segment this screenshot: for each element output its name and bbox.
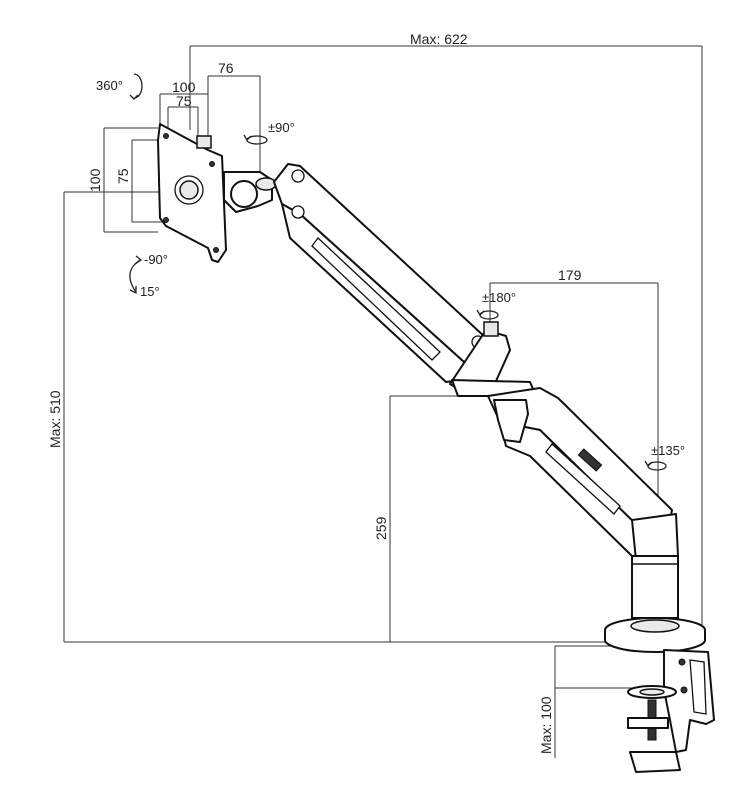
clamp-lower-arm	[627, 717, 669, 729]
rotate-360-arrow-icon	[133, 73, 143, 99]
lower-arm	[487, 387, 673, 557]
pole-height-label: 259	[373, 516, 389, 540]
arm-offset-label: 179	[558, 267, 582, 283]
swivel-head-arrowhead-icon	[243, 134, 252, 141]
tilt-down-label: -90°	[144, 252, 168, 267]
tilt-arrow-icon	[129, 259, 141, 293]
desk-clamp	[627, 649, 715, 773]
clamp-max-label: Max: 100	[538, 696, 554, 754]
dimension-labels: Max: 622 76 100 75 100 75 Max: 510 179 2…	[47, 31, 582, 754]
rotate-360-label: 360°	[96, 78, 123, 93]
clamp-pad-inner	[639, 688, 665, 696]
upper-arm-top-bar	[273, 163, 487, 363]
vesa-screw-hole-3	[163, 217, 169, 223]
vesa-plate	[157, 123, 227, 263]
vesa-outer-v-label: 100	[87, 168, 103, 192]
tilt-arrowhead-top-icon	[134, 255, 143, 265]
swivel-mid-label: ±180°	[482, 290, 516, 305]
pole-column	[631, 555, 679, 619]
vesa-center-hub	[179, 180, 199, 200]
max-height-label: Max: 510	[47, 390, 63, 448]
swivel-base-arrowhead-icon	[644, 460, 653, 467]
swivel-mid-arrowhead-icon	[476, 309, 485, 316]
lower-arm-channel	[545, 443, 621, 515]
clamp-handle	[629, 751, 681, 773]
lower-arm-slot	[577, 448, 603, 472]
swivel-base-label: ±135°	[651, 443, 685, 458]
swivel-head-label: ±90°	[268, 120, 295, 135]
tilt-head	[223, 171, 277, 213]
vesa-screw-hole-1	[163, 133, 169, 139]
upper-arm-channel	[311, 237, 441, 361]
upper-arm-pivot-bottom	[291, 205, 305, 219]
pole-top-joint	[631, 513, 679, 561]
rotation-indicators: 360° ±90° -90° 15° ±180° ±135°	[96, 73, 685, 471]
upper-arm-pivot-top	[291, 169, 305, 183]
base-disc-collar	[630, 619, 680, 633]
tilt-head-knob	[230, 180, 258, 208]
rotate-360-arrowhead-icon	[129, 94, 139, 100]
tilt-arrowhead-bottom-icon	[129, 286, 137, 295]
vesa-screw-hole-4	[213, 247, 219, 253]
tilt-head-collar	[255, 177, 277, 191]
clamp-screw-1	[678, 658, 686, 666]
vesa-outer-h-label: 100	[172, 79, 196, 95]
dimension-lines	[63, 45, 703, 758]
clamp-screw-2	[680, 686, 688, 694]
tilt-up-label: 15°	[140, 284, 160, 299]
max-reach-label: Max: 622	[410, 31, 468, 47]
vesa-screw-hole-2	[209, 161, 215, 167]
pole	[631, 513, 679, 619]
base-disc-side	[604, 630, 706, 653]
lower-arm-handle	[493, 399, 529, 443]
clamp-back-plate	[689, 659, 707, 715]
upper-arm	[273, 163, 487, 383]
clamp-body	[663, 649, 715, 753]
base	[604, 617, 706, 653]
vesa-inner-v-label: 75	[115, 168, 131, 184]
elbow-swivel-cap	[483, 321, 499, 337]
vesa-quick-release-tab	[196, 135, 212, 149]
vesa-inner-h-label: 75	[176, 93, 192, 109]
head-offset-label: 76	[218, 60, 234, 76]
